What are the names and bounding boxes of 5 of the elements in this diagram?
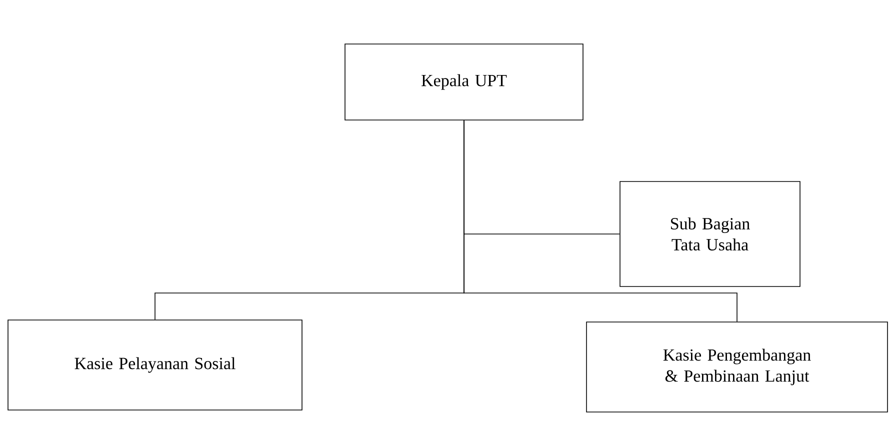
connector-line — [464, 120, 738, 322]
org-box: Kepala UPT — [344, 44, 584, 120]
org-box: Kasie Pelayanan Sosial — [8, 320, 302, 410]
org-box: Sub Bagian Tata Usaha — [620, 181, 800, 287]
org-box: Kasie Pengembangan & Pembinaan Lanjut — [586, 322, 888, 412]
